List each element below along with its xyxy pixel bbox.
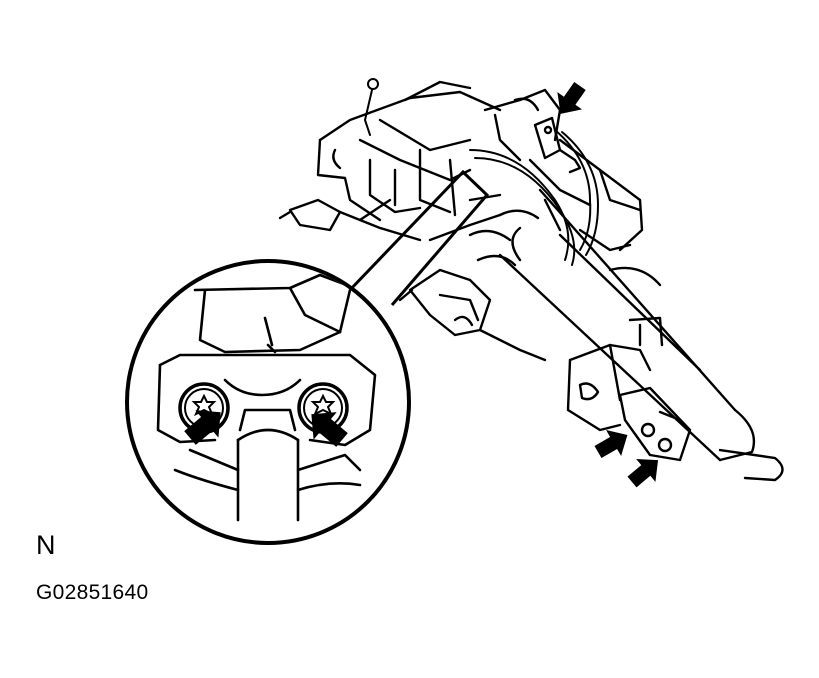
wire-harness — [364, 78, 599, 266]
figure-code: G02851640 — [36, 581, 149, 604]
tilt-lever — [398, 268, 547, 362]
steering-column-assembly — [278, 78, 784, 482]
arrow-pointer-icon — [594, 430, 628, 459]
upper-connector — [533, 116, 582, 174]
lower-bracket — [566, 316, 664, 432]
column-tube — [498, 188, 784, 482]
arrow-pointer-icon — [311, 412, 348, 447]
lower-connector — [618, 386, 692, 462]
arrow-pointer-icon — [557, 81, 586, 114]
callout-leader — [346, 169, 490, 306]
detail-magnifier — [125, 259, 411, 545]
column-rings — [468, 209, 540, 267]
view-label: N — [36, 530, 56, 560]
arrow-pointer-icon — [627, 458, 659, 488]
arrow-pointer-icon — [184, 410, 221, 445]
